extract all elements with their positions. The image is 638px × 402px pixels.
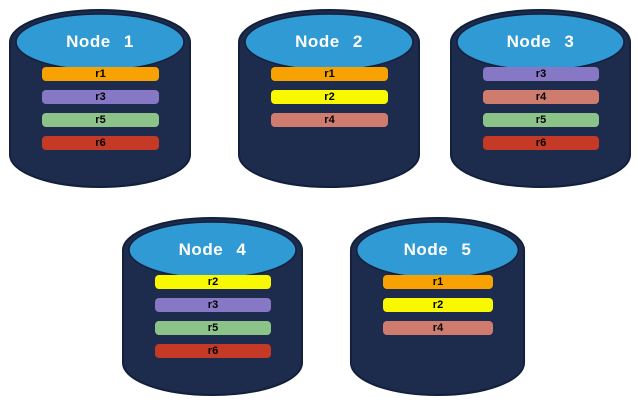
replica-bar: r5 (483, 113, 599, 127)
replica-bar: r5 (42, 113, 159, 127)
replica-bar: r6 (42, 136, 159, 150)
replica-bar: r1 (271, 67, 388, 81)
replica-bar: r2 (155, 275, 271, 289)
node-label: Node 3 (506, 32, 575, 51)
replica-bars: r1 r2 r4 (271, 67, 388, 127)
replica-bar: r4 (483, 90, 599, 104)
replica-bar: r6 (155, 344, 271, 358)
node-cylinder: Node 3 r3 r4 r5 r6 (449, 8, 632, 189)
replica-bars: r2 r3 r5 r6 (155, 275, 271, 358)
replica-bar: r5 (155, 321, 271, 335)
node-label: Node 1 (66, 32, 134, 51)
node-cylinder: Node 2 r1 r2 r4 (237, 8, 421, 189)
node-label: Node 5 (403, 240, 472, 259)
replica-bar: r4 (271, 113, 388, 127)
replica-bar: r3 (42, 90, 159, 104)
node-cylinder: Node 1 r1 r3 r5 r6 (8, 8, 192, 189)
node-label: Node 2 (295, 32, 363, 51)
replica-bar: r6 (483, 136, 599, 150)
node-label: Node 4 (178, 240, 247, 259)
replica-bar: r3 (155, 298, 271, 312)
replica-bar: r1 (42, 67, 159, 81)
replica-bar: r2 (271, 90, 388, 104)
node-cylinder: Node 5 r1 r2 r4 (349, 216, 526, 397)
replica-bars: r3 r4 r5 r6 (483, 67, 599, 150)
replica-bars: r1 r2 r4 (383, 275, 493, 335)
replica-bar: r3 (483, 67, 599, 81)
node-cylinder: Node 4 r2 r3 r5 r6 (121, 216, 304, 397)
replica-bars: r1 r3 r5 r6 (42, 67, 159, 150)
replica-bar: r2 (383, 298, 493, 312)
replica-bar: r4 (383, 321, 493, 335)
replica-bar: r1 (383, 275, 493, 289)
